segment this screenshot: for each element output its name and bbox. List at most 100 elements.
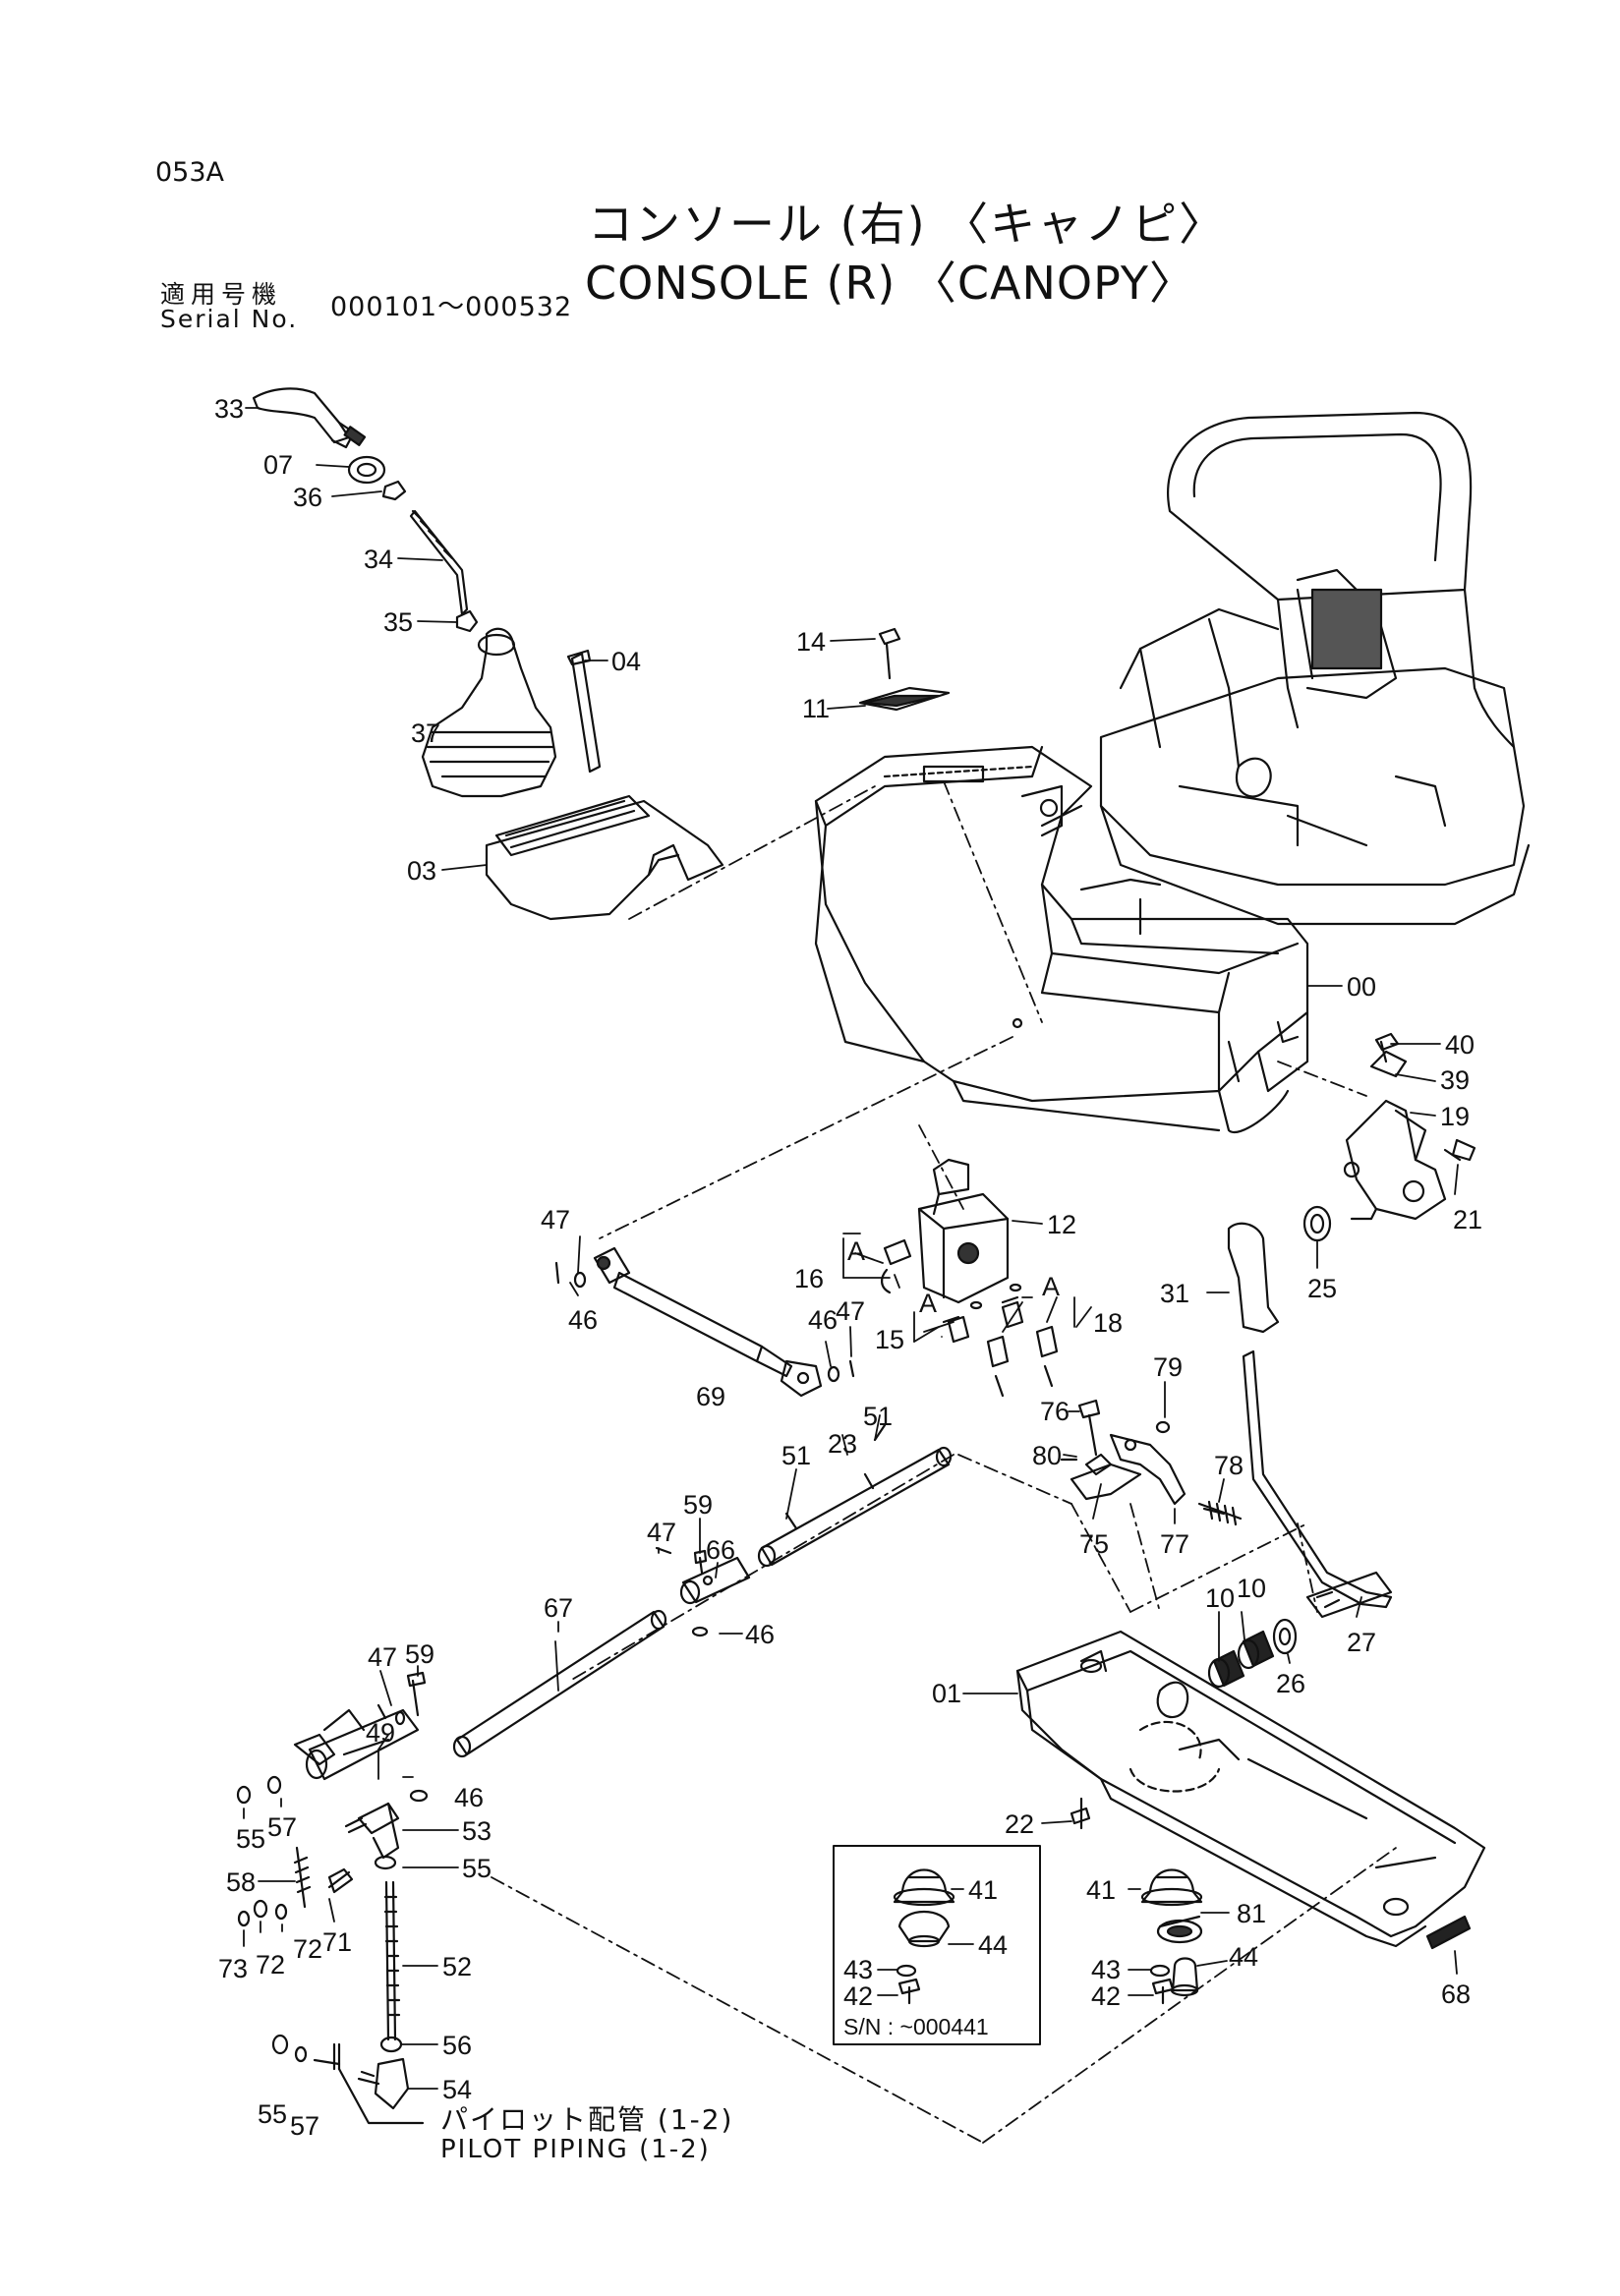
callout-22: 22 xyxy=(1005,1809,1034,1839)
pilot-piping-label-english: PILOT PIPING (1-2) xyxy=(440,2135,711,2164)
callout-46-d: 46 xyxy=(454,1783,484,1812)
callout-16: 16 xyxy=(794,1264,824,1293)
callout-40: 40 xyxy=(1445,1030,1475,1060)
callout-77: 77 xyxy=(1160,1529,1189,1559)
callout-A-15: A xyxy=(919,1289,937,1318)
callout-51-a: 51 xyxy=(781,1441,811,1470)
callout-75: 75 xyxy=(1079,1529,1109,1559)
callout-81: 81 xyxy=(1237,1899,1266,1928)
callout-67: 67 xyxy=(544,1593,573,1623)
damper-69 xyxy=(554,1246,855,1398)
callout-35: 35 xyxy=(383,607,413,637)
callout-03: 03 xyxy=(407,856,436,886)
callout-79: 79 xyxy=(1153,1352,1183,1382)
console-body-00 xyxy=(814,745,1309,1133)
callout-44: 44 xyxy=(1229,1942,1258,1972)
callout-41-inset: 41 xyxy=(968,1875,998,1905)
callout-46-c: 46 xyxy=(745,1620,775,1649)
callout-04: 04 xyxy=(611,647,641,676)
callout-26: 26 xyxy=(1276,1669,1305,1698)
callout-18: 18 xyxy=(1093,1308,1123,1338)
reference-lines xyxy=(491,780,1397,2144)
callout-55-c: 55 xyxy=(258,2099,287,2129)
callout-69: 69 xyxy=(696,1382,725,1411)
callout-68: 68 xyxy=(1441,1980,1471,2009)
callout-53: 53 xyxy=(462,1816,492,1846)
serial-label-english: Serial No. xyxy=(160,305,299,333)
title-japanese: コンソール (右) 〈キャノピ〉 xyxy=(588,198,1227,251)
callout-44-inset: 44 xyxy=(978,1930,1008,1960)
lower-left-linkage xyxy=(236,1671,429,2125)
callout-47-b: 47 xyxy=(836,1296,865,1326)
serial-range: 000101～000532 xyxy=(330,292,573,322)
callout-12: 12 xyxy=(1047,1210,1076,1239)
callout-36: 36 xyxy=(293,483,322,512)
callout-21: 21 xyxy=(1453,1205,1482,1234)
callout-46-b: 46 xyxy=(808,1305,838,1335)
callout-42: 42 xyxy=(1091,1981,1121,2011)
pilot-piping-label-japanese: パイロット配管 (1-2) xyxy=(440,2103,734,2136)
callout-19: 19 xyxy=(1440,1102,1470,1131)
callout-27: 27 xyxy=(1347,1628,1376,1657)
callout-55-b: 55 xyxy=(462,1854,492,1883)
rubber-mounts xyxy=(833,1797,1472,2045)
plate-11-bolt-14 xyxy=(858,627,951,712)
callout-43-inset: 43 xyxy=(843,1955,873,1984)
callout-42-inset: 42 xyxy=(843,1981,873,2011)
callout-72-b: 72 xyxy=(256,1950,285,1980)
callout-10-b: 10 xyxy=(1237,1574,1266,1603)
callout-52: 52 xyxy=(442,1952,472,1981)
callout-15: 15 xyxy=(875,1325,904,1354)
callout-59-b: 59 xyxy=(405,1639,434,1669)
title-english: CONSOLE (R) 〈CANOPY〉 xyxy=(585,257,1195,310)
callout-01: 01 xyxy=(932,1679,961,1708)
callout-54: 54 xyxy=(442,2075,472,2104)
callout-57-a: 57 xyxy=(267,1812,297,1842)
callout-41: 41 xyxy=(1086,1875,1116,1905)
bracket-19-assembly xyxy=(1302,1032,1476,1242)
callout-47-d: 47 xyxy=(368,1642,397,1672)
callout-72-a: 72 xyxy=(293,1934,322,1964)
callout-10-a: 10 xyxy=(1205,1583,1235,1613)
callout-25: 25 xyxy=(1307,1274,1337,1303)
shaft-23-pipe-67 xyxy=(452,1423,953,1758)
lever-31-rod-27 xyxy=(1227,1222,1393,1619)
callout-labels: 33 07 36 34 35 04 37 03 14 11 00 40 39 1… xyxy=(214,394,1482,2141)
callout-23: 23 xyxy=(828,1429,857,1459)
link-77-spring-78 xyxy=(1060,1399,1243,1526)
callout-51-b: 51 xyxy=(863,1402,893,1431)
callout-73: 73 xyxy=(218,1954,248,1983)
callout-39: 39 xyxy=(1440,1065,1470,1095)
callout-11: 11 xyxy=(802,694,830,723)
callout-A-16: A xyxy=(847,1236,865,1266)
callout-80: 80 xyxy=(1032,1441,1062,1470)
cab-canopy-illustration xyxy=(1099,411,1531,926)
callout-66: 66 xyxy=(706,1535,735,1565)
callout-07: 07 xyxy=(263,450,293,480)
callout-56: 56 xyxy=(442,2031,472,2060)
leader-lines xyxy=(243,407,1459,2090)
callout-76: 76 xyxy=(1040,1397,1070,1426)
callout-58: 58 xyxy=(226,1867,256,1897)
callout-A-18: A xyxy=(1042,1272,1060,1301)
control-lever-assembly xyxy=(252,387,724,921)
callout-33: 33 xyxy=(214,394,244,424)
callout-46-a: 46 xyxy=(568,1305,598,1335)
callout-43: 43 xyxy=(1091,1955,1121,1984)
callout-37: 37 xyxy=(411,718,440,748)
page-code: 053A xyxy=(155,157,225,188)
callout-34: 34 xyxy=(364,545,393,574)
callout-78: 78 xyxy=(1214,1451,1244,1480)
inset-serial-note: S/N : ~000441 xyxy=(843,2014,989,2039)
callout-47-a: 47 xyxy=(541,1205,570,1234)
callout-71: 71 xyxy=(322,1927,352,1957)
serial-label-japanese: 適用号機 xyxy=(160,280,283,309)
callout-49: 49 xyxy=(366,1718,395,1748)
callout-57-b: 57 xyxy=(290,2111,319,2141)
callout-00: 00 xyxy=(1347,972,1376,1002)
callout-47-c: 47 xyxy=(647,1518,676,1547)
callout-14: 14 xyxy=(796,627,826,657)
callout-55-a: 55 xyxy=(236,1824,265,1854)
